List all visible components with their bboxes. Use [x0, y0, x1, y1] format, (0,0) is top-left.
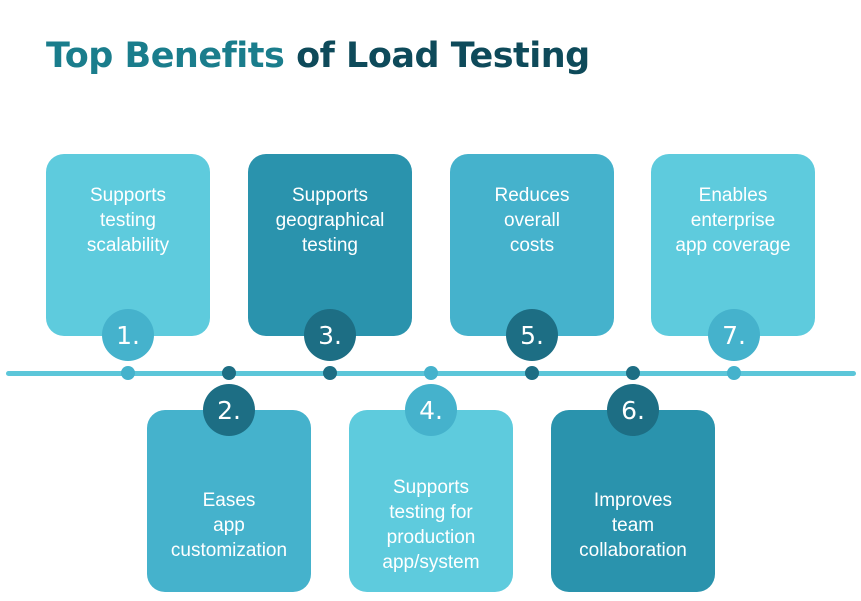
benefit-card-4: Supports testing for production app/syst…: [349, 410, 513, 592]
number-badge-2: 2.: [203, 384, 255, 436]
benefit-text: Supports testing for production app/syst…: [382, 477, 480, 573]
number-badge-7: 7.: [708, 309, 760, 361]
number-badge-5: 5.: [506, 309, 558, 361]
benefit-card-2: Eases app customization: [147, 410, 311, 592]
title-accent: Top Benefits: [46, 36, 285, 76]
benefit-card-3: Supports geographical testing: [248, 154, 412, 336]
timeline-dot: [222, 366, 236, 380]
benefit-text: Eases app customization: [170, 489, 288, 561]
benefit-card-5: Reduces overall costs: [450, 154, 614, 336]
benefit-text: Reduces overall costs: [494, 184, 570, 256]
timeline-dot: [121, 366, 135, 380]
timeline-dot: [525, 366, 539, 380]
number-badge-1: 1.: [102, 309, 154, 361]
benefit-text: Supports geographical testing: [275, 184, 385, 256]
benefit-text: Supports testing scalability: [86, 184, 170, 256]
title-rest: of Load Testing: [296, 36, 590, 76]
number-badge-6: 6.: [607, 384, 659, 436]
timeline-dot: [626, 366, 640, 380]
benefit-text: Improves team collaboration: [579, 489, 687, 561]
benefit-card-1: Supports testing scalability: [46, 154, 210, 336]
page-title: Top Benefits of Load Testing: [46, 36, 590, 76]
benefit-text: Enables enterprise app coverage: [675, 184, 791, 256]
timeline-dot: [727, 366, 741, 380]
benefit-card-7: Enables enterprise app coverage: [651, 154, 815, 336]
timeline-dot: [424, 366, 438, 380]
number-badge-3: 3.: [304, 309, 356, 361]
benefit-card-6: Improves team collaboration: [551, 410, 715, 592]
timeline-dot: [323, 366, 337, 380]
number-badge-4: 4.: [405, 384, 457, 436]
